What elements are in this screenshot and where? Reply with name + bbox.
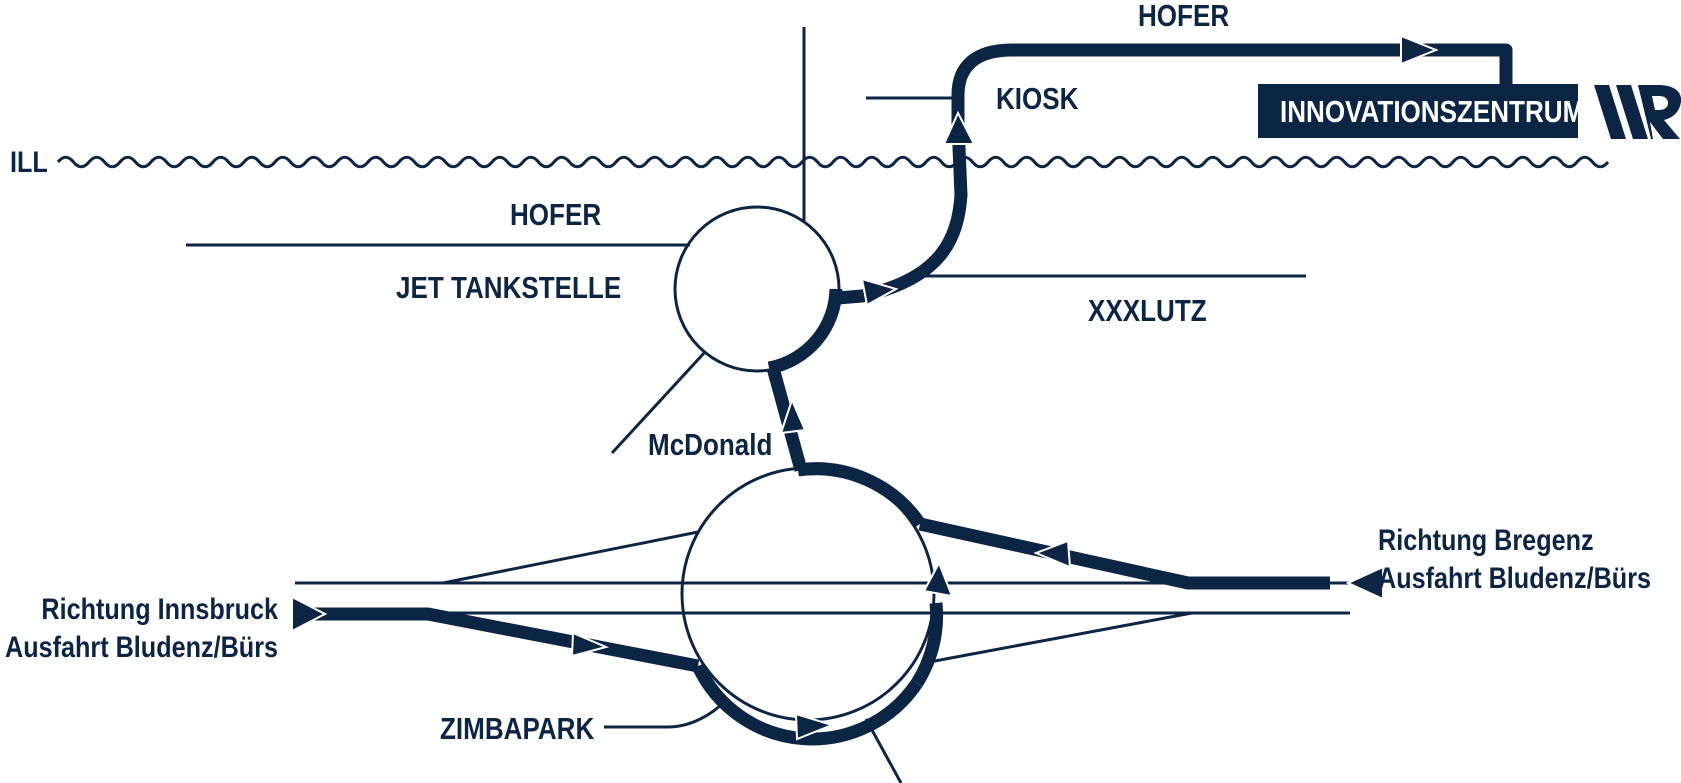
arrow-icon <box>922 560 954 598</box>
roundabout-upper <box>673 205 841 373</box>
direction-west-line2: Ausfahrt Bludenz/Bürs <box>4 631 278 664</box>
label-kiosk: KIOSK <box>996 81 1079 116</box>
route-upper-roundabout-arc <box>767 288 843 375</box>
route-roundabout-east-arc <box>911 602 944 687</box>
street-mcdonald <box>610 350 707 455</box>
arrow-icon <box>570 631 610 658</box>
arrow-icon <box>860 277 899 307</box>
direction-east-line1: Richtung Bregenz <box>1378 524 1594 557</box>
ramp-west-off <box>442 530 699 585</box>
street-zimbapark <box>604 698 728 729</box>
arrow-icon <box>942 110 976 145</box>
label-innovationszentrum: INNOVATIONSZENTRUM <box>1280 94 1585 129</box>
label-hofer-left: HOFER <box>510 197 602 232</box>
arrow-icon <box>1345 565 1384 601</box>
ramp-east-on <box>923 611 1193 665</box>
route-roundabout-south-arc <box>692 663 923 746</box>
direction-west: Richtung Innsbruck Ausfahrt Bludenz/Bürs <box>5 591 278 667</box>
route-to-innovationszentrum <box>951 43 1513 126</box>
river-label: ILL <box>10 146 48 179</box>
direction-east: Richtung Bregenz Ausfahrt Bludenz/Bürs <box>1378 522 1651 598</box>
innovationszentrum-box: INNOVATIONSZENTRUM <box>1258 84 1584 138</box>
arrow-icon <box>1400 34 1439 66</box>
river-ill <box>56 155 1610 169</box>
arrow-icon <box>291 595 328 633</box>
label-jet-tankstelle: JET TANKSTELLE <box>396 270 622 305</box>
direction-west-line1: Richtung Innsbruck <box>41 593 278 626</box>
label-zimbapark: ZIMBAPARK <box>440 711 595 746</box>
wr-logo-icon <box>1594 85 1681 139</box>
arrow-icon <box>779 397 807 435</box>
label-mcdonald: McDonald <box>648 427 773 462</box>
arrow-icon <box>1033 539 1072 569</box>
direction-east-line2: Ausfahrt Bludenz/Bürs <box>1378 562 1652 595</box>
arrow-icon <box>794 712 836 741</box>
route-roundabout-north-arc <box>797 462 926 528</box>
route-from-bregenz <box>918 517 1330 590</box>
label-xxxlutz: XXXLUTZ <box>1088 293 1207 328</box>
route-upper-exit <box>837 123 968 305</box>
route-from-innsbruck <box>300 607 700 673</box>
label-hofer-top: HOFER <box>1138 0 1230 33</box>
